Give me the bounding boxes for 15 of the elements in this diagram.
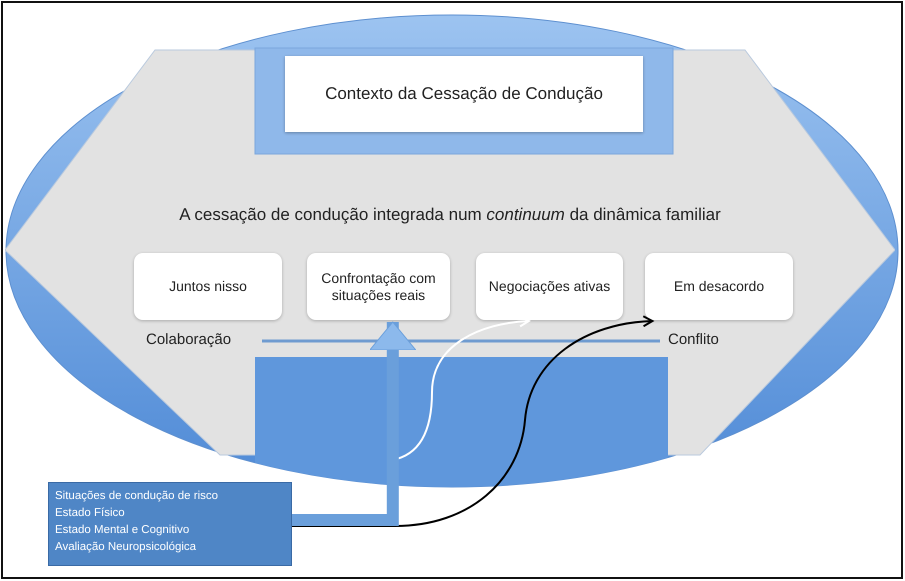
- stage-box: Confrontação com situações reais: [307, 253, 450, 320]
- arrow: [292, 316, 654, 527]
- stage-box: Em desacordo: [645, 253, 793, 320]
- scale-end-label: Colaboração: [146, 331, 232, 348]
- factor-text: Avaliação Neuropsicológica: [55, 540, 196, 555]
- stage-box: Juntos nisso: [134, 253, 282, 320]
- scale-end-label: Conflito: [668, 331, 719, 348]
- stage-box: Negociações ativas: [476, 253, 623, 320]
- factor-text: Estado Físico: [55, 506, 125, 521]
- arrow: [292, 322, 416, 526]
- factors-panel: [48, 482, 292, 566]
- title-box: Contexto da Cessação de Condução: [285, 56, 643, 132]
- continuum-caption: A cessação de condução integrada num continuum da dinâmica familiar: [179, 205, 721, 225]
- factor-text: Estado Mental e Cognitivo: [55, 523, 190, 538]
- factor-text: Situações de condução de risco: [55, 489, 218, 504]
